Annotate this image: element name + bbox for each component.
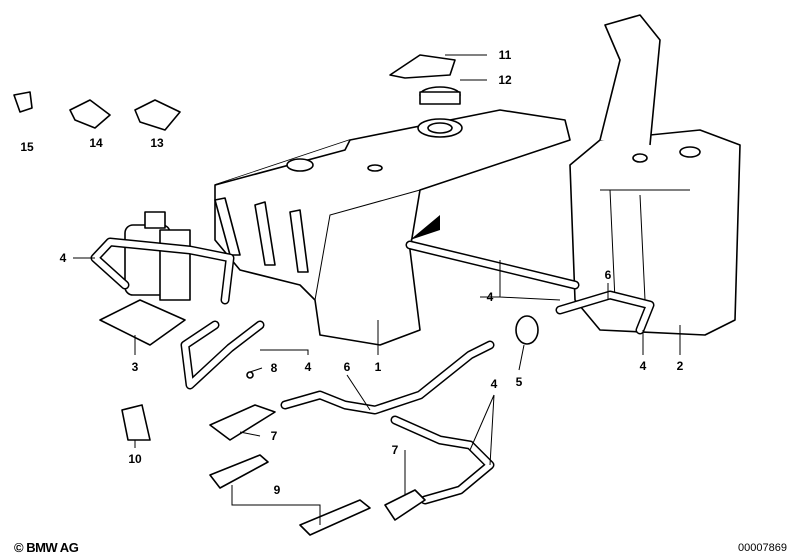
washer-tank	[214, 109, 571, 346]
check-valve	[515, 315, 539, 345]
nozzles	[121, 371, 426, 536]
callout-15: 15	[20, 140, 34, 154]
callout-10: 10	[128, 452, 142, 466]
callout-2: 2	[676, 359, 684, 373]
filler-cap	[389, 54, 463, 138]
callout-4-hose: 4	[639, 359, 647, 373]
callout-14: 14	[89, 136, 103, 150]
callout-11: 11	[498, 48, 512, 62]
copyright: © BMW AG	[14, 540, 79, 555]
callout-12: 12	[498, 73, 512, 87]
callout-3: 3	[131, 360, 139, 374]
reservoir-tank	[569, 14, 741, 336]
callout-7: 7	[270, 429, 278, 443]
hoses	[90, 237, 655, 505]
callout-4-hose: 4	[304, 360, 312, 374]
callout-7: 7	[391, 443, 399, 457]
callout-4-hose: 4	[490, 377, 498, 391]
diagram-number: 00007869	[738, 542, 787, 554]
callout-4-hose: 4	[486, 290, 494, 304]
callout-8: 8	[270, 361, 278, 375]
callout-6: 6	[343, 360, 351, 374]
small-clips	[13, 91, 181, 131]
callout-5: 5	[515, 375, 523, 389]
callout-4-hose: 4	[59, 251, 67, 265]
callout-13: 13	[150, 136, 164, 150]
leader-lines	[73, 54, 681, 525]
callout-9: 9	[273, 483, 281, 497]
callout-1: 1	[374, 360, 382, 374]
callout-6: 6	[604, 268, 612, 282]
